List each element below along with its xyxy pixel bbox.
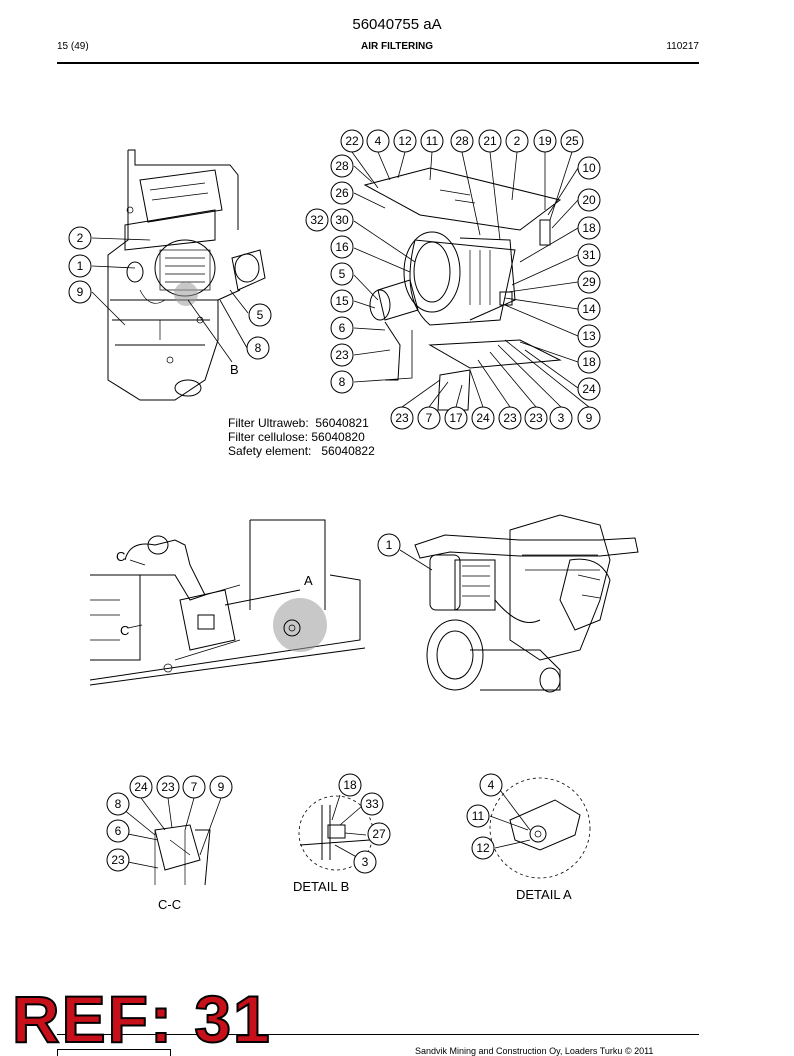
detail-a-marker: A <box>304 573 313 588</box>
callout-5: 5 <box>257 308 264 322</box>
callout-8-left: 8 <box>339 375 346 389</box>
page-count: 15 (49) <box>57 41 89 52</box>
callout-23-cc-lower: 23 <box>111 853 125 867</box>
callout-29: 29 <box>582 275 596 289</box>
document-number: 56040755 aA <box>352 16 442 33</box>
callout-25: 25 <box>565 134 579 148</box>
section-c-bottom: C <box>120 623 129 638</box>
part-safety-element: Safety element: 56040822 <box>228 444 375 458</box>
callout-7: 7 <box>426 411 433 425</box>
callout-23-bottom-b: 23 <box>503 411 517 425</box>
callout-24-bottom: 24 <box>476 411 490 425</box>
callout-12-detail-a: 12 <box>476 841 490 855</box>
callout-20: 20 <box>582 193 596 207</box>
callout-9-bottom: 9 <box>586 411 593 425</box>
callout-18-detail-b: 18 <box>343 778 357 792</box>
callout-6-cc: 6 <box>115 824 122 838</box>
callout-13: 13 <box>582 329 596 343</box>
callout-4: 4 <box>375 134 382 148</box>
callout-14: 14 <box>582 302 596 316</box>
view-letter-b: B <box>230 362 239 377</box>
section-c-c: 24 23 7 9 8 6 23 C-C <box>106 775 233 912</box>
callout-2: 2 <box>77 231 84 245</box>
figure1-callouts: 2 1 9 5 8 B <box>68 226 272 377</box>
detail-a-label: DETAIL A <box>516 887 572 902</box>
callout-6: 6 <box>339 321 346 335</box>
callout-24-right: 24 <box>582 382 596 396</box>
callout-8: 8 <box>255 341 262 355</box>
callout-28-left: 28 <box>335 159 349 173</box>
callout-3-detail-b: 3 <box>362 855 369 869</box>
callout-11: 11 <box>426 134 439 148</box>
callout-9-cc: 9 <box>218 780 225 794</box>
callout-21: 21 <box>483 134 497 148</box>
part-ultraweb: Filter Ultraweb: 56040821 <box>228 416 369 430</box>
figure-installation-side: C C A <box>89 519 366 686</box>
figure-frame-assembly <box>107 149 266 401</box>
ref-stamp: REF: 31 <box>11 982 272 1056</box>
detail-a: 4 11 12 DETAIL A <box>466 773 591 902</box>
figure-engine-assembly: 1 <box>377 514 639 693</box>
callout-23-bottom-a: 23 <box>395 411 409 425</box>
callout-27: 27 <box>372 827 386 841</box>
callout-1: 1 <box>77 259 84 273</box>
section-title: AIR FILTERING <box>360 41 434 52</box>
callout-19: 19 <box>538 134 552 148</box>
callout-11-detail-a: 11 <box>472 809 485 823</box>
date-code: 110217 <box>666 41 699 52</box>
callout-7-cc: 7 <box>191 780 198 794</box>
detail-b: 18 33 27 3 DETAIL B <box>293 773 391 894</box>
callout-9: 9 <box>77 285 84 299</box>
callout-15: 15 <box>335 294 349 308</box>
callout-3: 3 <box>558 411 565 425</box>
footer-rule <box>57 1034 699 1035</box>
callout-23-left: 23 <box>335 348 349 362</box>
figure-air-filter-exploded <box>363 167 562 411</box>
callout-18-right-lower: 18 <box>582 355 596 369</box>
callout-10: 10 <box>582 161 596 175</box>
part-cellulose: Filter cellulose: 56040820 <box>228 430 365 444</box>
section-c-c-label: C-C <box>158 897 181 912</box>
callout-16: 16 <box>335 240 349 254</box>
footer-copyright: Sandvik Mining and Construction Oy, Load… <box>415 1046 654 1056</box>
callout-23-cc: 23 <box>161 780 175 794</box>
callout-31: 31 <box>582 248 596 262</box>
figure2-callouts: 22 4 12 11 28 21 2 19 25 28 26 32 30 16 … <box>305 129 601 430</box>
callout-30: 30 <box>335 213 349 227</box>
callout-8-cc: 8 <box>115 797 122 811</box>
callout-12: 12 <box>398 134 412 148</box>
detail-b-label: DETAIL B <box>293 879 349 894</box>
section-c-top: C <box>116 549 125 564</box>
callout-33: 33 <box>365 797 379 811</box>
callout-22: 22 <box>345 134 359 148</box>
callout-28: 28 <box>455 134 469 148</box>
callout-1-engine: 1 <box>386 538 393 552</box>
callout-23-bottom-c: 23 <box>529 411 543 425</box>
callout-24-cc: 24 <box>134 780 148 794</box>
callout-5-left: 5 <box>339 267 346 281</box>
callout-2-top: 2 <box>514 134 521 148</box>
callout-17: 17 <box>449 411 463 425</box>
header-rule <box>57 62 699 64</box>
callout-18-right: 18 <box>582 221 596 235</box>
callout-4-detail-a: 4 <box>488 778 495 792</box>
callout-26: 26 <box>335 186 349 200</box>
callout-32: 32 <box>310 213 324 227</box>
